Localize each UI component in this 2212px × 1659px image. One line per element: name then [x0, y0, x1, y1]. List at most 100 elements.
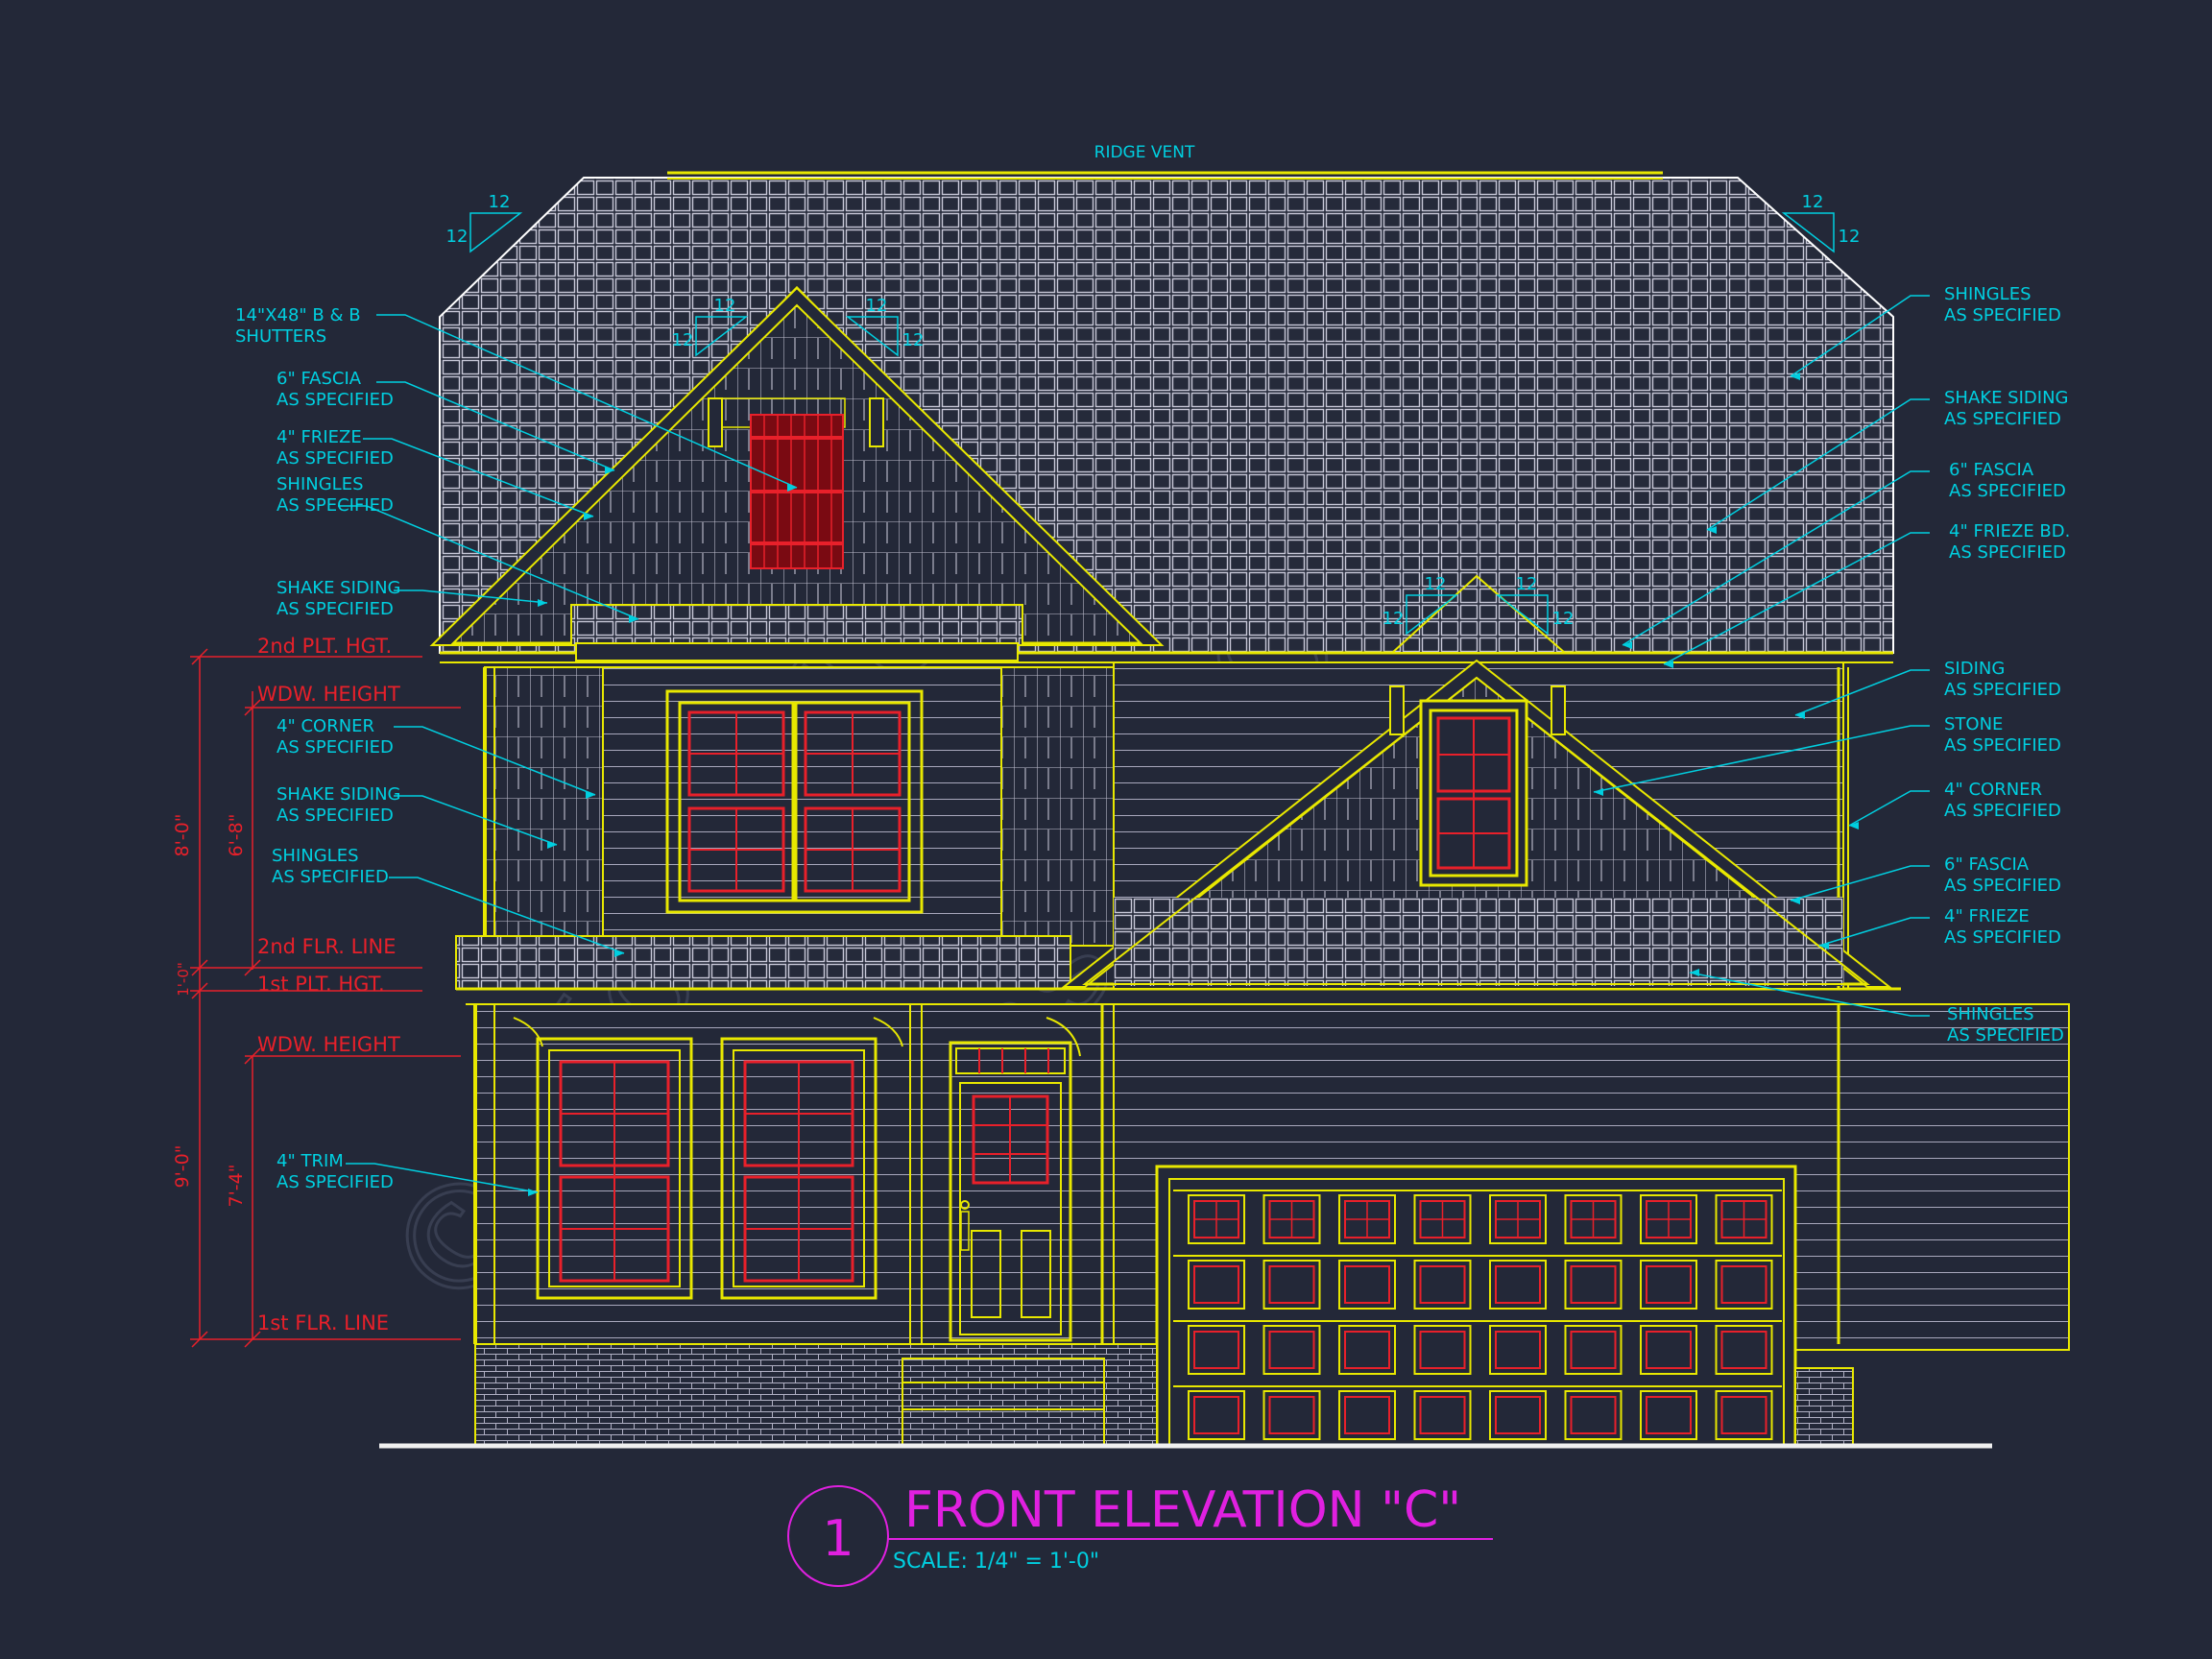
- garage-window-muntin: [1647, 1201, 1691, 1238]
- garage-panel: [1338, 1194, 1396, 1244]
- right-callout-line1: SIDING: [1944, 659, 2005, 679]
- garage-panel-inset: [1268, 1265, 1315, 1304]
- level-labels: 2nd PLT. HGT. WDW. HEIGHT 2nd FLR. LINE …: [257, 635, 400, 1334]
- right-callout-line2: AS SPECIFIED: [1949, 481, 2066, 501]
- dim-upper-window: 6'-8": [226, 814, 247, 857]
- left-leader-line: [389, 877, 625, 954]
- dim-lower-total: 9'-0": [172, 1145, 193, 1189]
- drawing-number: 1: [822, 1510, 854, 1568]
- garage-panel: [1413, 1325, 1472, 1375]
- left-leader-arrow: [614, 950, 624, 957]
- pitch-rise: 12: [1516, 574, 1538, 594]
- left-leader-line: [346, 1163, 539, 1193]
- right-callout-line1: SHAKE SIDING: [1944, 388, 2069, 408]
- left-leader-line: [363, 438, 594, 517]
- right-leader-line: [1663, 532, 1930, 665]
- pitch-triangle: [1781, 212, 1835, 253]
- garage-panel: [1640, 1325, 1697, 1375]
- right-leader-arrow: [1594, 788, 1603, 796]
- garage-panel: [1262, 1260, 1321, 1310]
- right-leader-arrow: [1795, 711, 1805, 719]
- pitch-triangle: [695, 316, 749, 357]
- pitch-run: 12: [446, 227, 469, 247]
- garage-panel-inset: [1720, 1331, 1767, 1369]
- garage-window-muntin: [1345, 1201, 1389, 1238]
- pitch-triangle: [469, 212, 523, 253]
- garage-panel-inset: [1268, 1331, 1315, 1369]
- pitch-rise: 12: [1425, 574, 1447, 594]
- left-leader-arrow: [586, 791, 595, 799]
- pitch-rise: 12: [714, 296, 736, 316]
- dim-floor-gap: 1'-0": [175, 962, 192, 997]
- left-leader-arrow: [787, 484, 797, 492]
- left-leader-line: [376, 314, 798, 489]
- right-leader-line: [1848, 790, 1930, 827]
- garage-panel-inset: [1646, 1265, 1692, 1304]
- left-leader-line: [394, 589, 548, 604]
- pitch-triangle: [1406, 594, 1459, 636]
- level-1st-window: WDW. HEIGHT: [257, 1033, 400, 1056]
- left-callout-line2: AS SPECIFIED: [276, 737, 394, 757]
- right-leader-arrow: [1664, 661, 1673, 668]
- left-callout-line2: SHUTTERS: [235, 326, 326, 347]
- garage-window-muntin: [1269, 1201, 1314, 1238]
- left-leader-arrow: [605, 467, 614, 474]
- right-callout-line2: AS SPECIFIED: [1944, 735, 2061, 756]
- left-callout-line1: 6" FASCIA: [276, 369, 362, 389]
- garage-panel: [1564, 1325, 1623, 1375]
- garage-panel: [1413, 1260, 1472, 1310]
- left-callout-line1: 4" CORNER: [276, 716, 374, 736]
- right-callout-line2: AS SPECIFIED: [1949, 542, 2066, 563]
- garage-panel: [1262, 1194, 1321, 1244]
- garage-panel-inset: [1419, 1331, 1466, 1369]
- garage-panel: [1188, 1325, 1245, 1375]
- right-callout-line1: 4" FRIEZE: [1944, 906, 2030, 926]
- garage-panel: [1564, 1194, 1623, 1244]
- right-callout-line2: AS SPECIFIED: [1947, 1025, 2064, 1046]
- right-leader-line: [1790, 865, 1930, 902]
- right-gable: [1061, 574, 1892, 988]
- left-leader-line: [338, 505, 639, 620]
- right-leader-arrow: [1690, 969, 1699, 976]
- garage-panel: [1640, 1390, 1697, 1440]
- front-door: [949, 1041, 1072, 1342]
- left-leader-line: [376, 381, 615, 471]
- garage-panel: [1338, 1325, 1396, 1375]
- garage-panel: [1262, 1390, 1321, 1440]
- garage-panel: [1715, 1260, 1773, 1310]
- left-callout-line1: SHINGLES: [276, 474, 364, 494]
- garage-panel: [1489, 1260, 1547, 1310]
- garage-panel-inset: [1720, 1265, 1767, 1304]
- pitch-run: 12: [1839, 227, 1861, 247]
- pitch-run: 12: [672, 330, 694, 350]
- garage-door: [1155, 1165, 1797, 1447]
- right-leader-line: [1790, 295, 1930, 377]
- level-1st-floor: 1st FLR. LINE: [257, 1311, 389, 1334]
- drawing-title: FRONT ELEVATION "C": [904, 1481, 1461, 1539]
- level-2nd-floor: 2nd FLR. LINE: [257, 935, 397, 958]
- right-callout-line1: STONE: [1944, 714, 2003, 734]
- garage-panel-inset: [1344, 1331, 1390, 1369]
- right-leader-arrow: [1707, 526, 1717, 534]
- garage-window-muntin: [1571, 1201, 1616, 1238]
- garage-panel: [1640, 1194, 1697, 1244]
- upper-left-window: [665, 689, 924, 914]
- drawing-scale: SCALE: 1/4" = 1'-0": [893, 1550, 1099, 1574]
- left-leader-arrow: [528, 1189, 538, 1196]
- dimension-texts: 8'-0" 6'-8" 1'-0" 9'-0" 7'-4": [172, 814, 247, 1208]
- right-callout-line2: AS SPECIFIED: [1944, 305, 2061, 325]
- ridge-vent-label: RIDGE VENT: [1094, 143, 1195, 162]
- left-callout-line2: AS SPECIFIED: [276, 390, 394, 410]
- garage-panel-inset: [1344, 1265, 1390, 1304]
- garage-panel-inset: [1419, 1265, 1466, 1304]
- level-2nd-window: WDW. HEIGHT: [257, 683, 400, 706]
- right-leader-arrow: [1791, 373, 1800, 380]
- left-callout-line2: AS SPECIFIED: [272, 867, 389, 887]
- right-callout-line1: 4" FRIEZE BD.: [1949, 521, 2070, 541]
- pitch-triangle: [845, 316, 899, 357]
- upper-left-wall: [483, 666, 1115, 947]
- left-leader-arrow: [584, 513, 593, 520]
- garage-panel: [1188, 1390, 1245, 1440]
